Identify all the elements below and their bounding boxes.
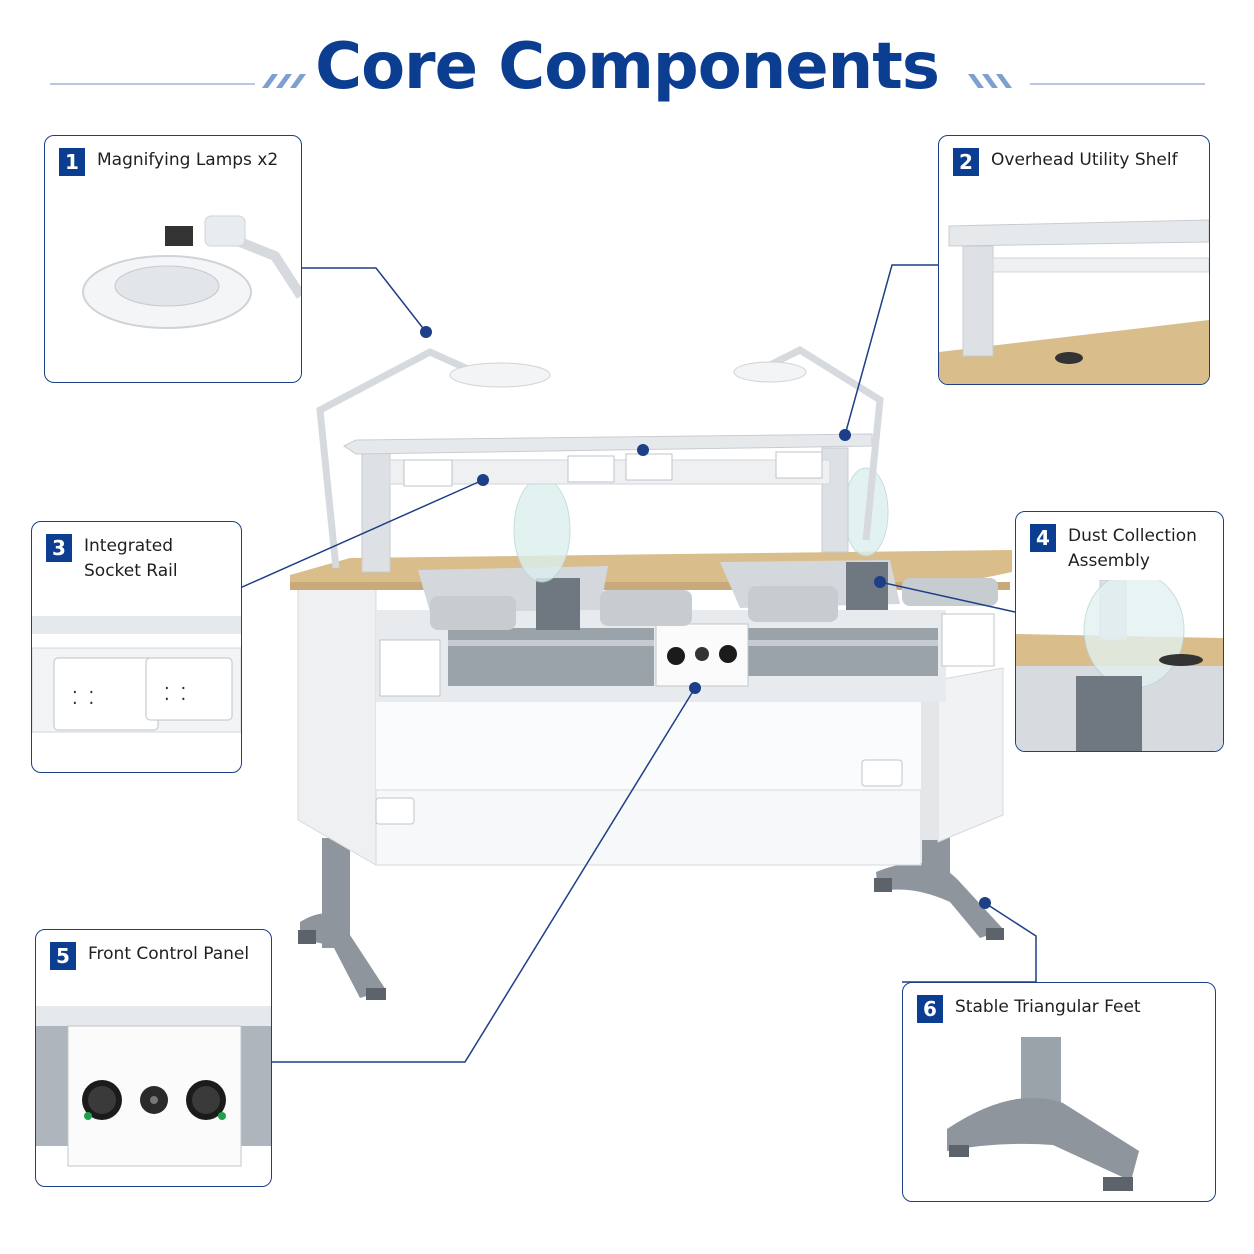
left-leg — [298, 838, 386, 1000]
control-panel-detail-image — [36, 1006, 271, 1167]
callout-front-control-panel: 5 Front Control Panel — [35, 929, 272, 1187]
lamp-detail-image — [82, 215, 301, 329]
shelf-detail-image — [939, 219, 1209, 384]
left-lamp — [316, 348, 472, 569]
svg-text:⁚ ⁚: ⁚ ⁚ — [72, 688, 94, 709]
callout-dust-collection: 4 Dust Collection Assembly — [1015, 511, 1224, 752]
leader-lines — [239, 264, 1037, 1063]
callout-triangular-feet: 6 Stable Triangular Feet — [902, 982, 1216, 1202]
callout-number: 2 — [953, 148, 979, 176]
callout-label: Magnifying Lamps x2 — [97, 150, 279, 170]
callout-label: Front Control Panel — [88, 944, 250, 964]
foot-detail-image — [947, 1037, 1139, 1191]
right-lamp — [768, 345, 884, 541]
dust-collection-detail-image — [1016, 580, 1223, 751]
callout-number: 3 — [46, 534, 72, 562]
svg-text:⁚ ⁚: ⁚ ⁚ — [164, 684, 186, 705]
callout-label: Integrated Socket Rail — [84, 536, 178, 581]
page-title: Core Components — [315, 30, 940, 104]
title-decoration — [50, 74, 1205, 88]
callout-overhead-shelf: 2 Overhead Utility Shelf — [938, 135, 1210, 385]
callout-number: 4 — [1030, 524, 1056, 552]
callout-magnifying-lamps: 1 Magnifying Lamps x2 — [44, 135, 302, 383]
callout-socket-rail: 3 Integrated Socket Rail ⁚ ⁚ ⁚ ⁚ — [31, 521, 242, 773]
callout-number: 1 — [59, 148, 85, 176]
callout-label: Dust Collection Assembly — [1068, 526, 1197, 571]
socket-rail-detail-image: ⁚ ⁚ ⁚ ⁚ — [32, 616, 241, 733]
callout-number: 5 — [50, 942, 76, 970]
callout-number: 6 — [917, 995, 943, 1023]
callout-label: Overhead Utility Shelf — [991, 150, 1178, 170]
callout-label: Stable Triangular Feet — [955, 997, 1141, 1017]
